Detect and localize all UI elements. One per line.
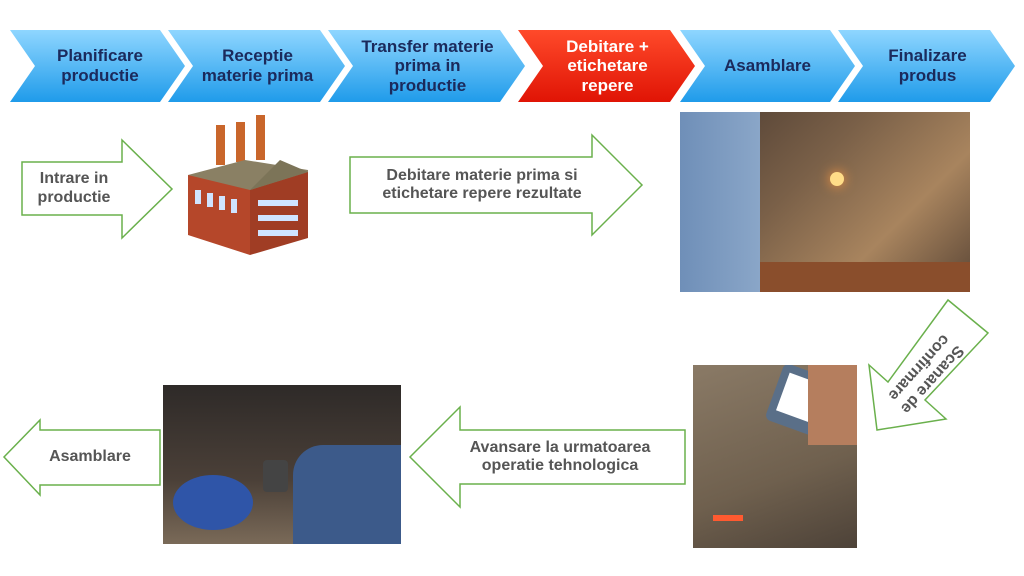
scan-laser [713,515,743,521]
arrow-scan [868,298,990,431]
arrow-exit [2,418,161,497]
arrow-advance [408,405,686,509]
worker-photo [163,385,401,544]
exit-label: Asamblare [49,448,131,466]
worker-figure [680,112,760,292]
hand [808,365,857,445]
step-debitare: Debitare + etichetare repere [566,36,649,95]
chevron-4-active [518,30,695,102]
arrow-entry [21,138,174,240]
step-asamblare: Asamblare [724,56,811,76]
chevron-1 [10,30,185,102]
cutting-photo [680,112,970,292]
chevron-2 [168,30,345,102]
step-transfer: Transfer materie prima in productie [361,36,494,95]
cutting-spark [830,172,844,186]
cutting-label: Debitare materie prima si etichetare rep… [382,166,582,202]
chevron-3 [328,30,525,102]
step-finalizare: Finalizare produs [888,46,967,85]
advance-label: Avansare la urmatoarea operatie tehnolog… [469,438,651,474]
cutting-table [760,262,970,292]
worker-figure [293,445,401,544]
step-receptie: Receptie materie prima [201,46,314,85]
entry-label: Intrare in productie [37,170,111,206]
scanner-photo [693,365,857,548]
arrow-cutting [349,133,644,237]
step-planificare: Planificare productie [57,46,143,85]
factory-icon [188,115,308,255]
chevron-6 [838,30,1015,102]
chevron-5 [680,30,855,102]
process-chevrons [10,30,1015,102]
worker-cap [173,475,253,530]
flow-arrows [2,133,990,509]
handheld-scanner [263,460,288,492]
